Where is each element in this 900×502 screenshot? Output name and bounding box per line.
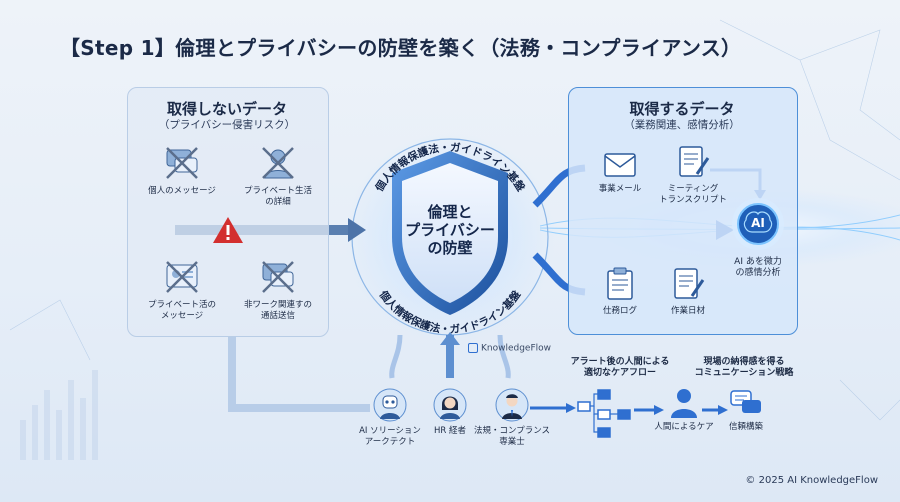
care-flow-title: アラート後の人間による 適切なケアフロー [570, 357, 670, 378]
flowchart-icon [577, 389, 631, 438]
left-panel-excluded-data [127, 87, 329, 337]
left-item-private-life: プライベート生活 の詳細 [228, 144, 328, 208]
right-item-meeting-transcript: ミーティング トランスクリプト [648, 144, 738, 206]
right-item-business-email: 事業メール [580, 148, 660, 195]
person-label: 法規・コンプランス 専業士 [473, 426, 551, 447]
crossed-profile-icon [166, 261, 198, 293]
right-item-label: 事業メール [598, 184, 642, 194]
trust-building-label: 信頼構築 [728, 422, 763, 432]
human-care: 人間によるケア [654, 388, 714, 433]
shield-label: 倫理と プライバシー の防壁 [405, 203, 495, 257]
right-item-label: ミーティング トランスクリプト [659, 184, 727, 205]
document-pen-icon [674, 268, 705, 299]
crossed-chat-icon [262, 261, 294, 293]
brand-logo-icon [468, 343, 478, 353]
person-label: AI ソリーション アークテクト [359, 426, 421, 447]
right-item-label: 仕務ログ [602, 306, 637, 316]
person-label: HR 経者 [434, 426, 466, 436]
copyright: © 2025 AI KnowledgeFlow [745, 475, 878, 486]
clipboard-icon [607, 267, 633, 300]
left-panel-subtitle: （プライバシー侵害リスク） [158, 119, 296, 131]
left-item-label: 個人のメッセージ [148, 186, 216, 196]
person-hr-manager: HR 経者 [420, 388, 480, 437]
crossed-chat-icon [166, 147, 198, 179]
ai-brain-node: AI [730, 196, 786, 252]
left-item-label: プライベート生活 の詳細 [243, 186, 312, 207]
crossed-person-icon [262, 147, 294, 179]
right-item-work-log: 仕務ログ [580, 266, 660, 317]
warning-icon [213, 217, 243, 243]
envelope-icon [604, 153, 636, 177]
person-ai-architect: AI ソリーション アークテクト [348, 388, 432, 448]
person-icon [671, 389, 697, 418]
left-item-non-work-calls: 非ワーク関連すの 通話送信 [228, 258, 328, 322]
communication-title: 現場の納得感を得る コミュニケーション戦略 [694, 357, 794, 378]
right-panel-subtitle: （業務関連、感情分析） [624, 119, 740, 131]
brand-text: KnowledgeFlow [481, 343, 552, 354]
human-care-label: 人間によるケア [654, 422, 714, 432]
brand-label: KnowledgeFlow [468, 343, 551, 354]
left-panel-title: 取得しないデータ [166, 100, 287, 118]
person-legal-compliance: 法規・コンプランス 専業士 [462, 388, 562, 448]
left-item-personal-messages: 個人のメッセージ [132, 144, 232, 197]
robot-person-icon [373, 388, 407, 422]
chat-bubbles-icon [730, 390, 761, 413]
woman-person-icon [433, 388, 467, 422]
right-item-label: 作業日材 [670, 306, 705, 316]
ai-badge-text: AI [751, 216, 765, 230]
left-item-label: 非ワーク関連すの 通話送信 [243, 300, 312, 321]
right-panel-title: 取得するデータ [629, 100, 735, 118]
man-suit-icon [495, 388, 529, 422]
trust-building: 信頼構築 [716, 388, 776, 433]
privacy-shield: 個人情報保護法・ガイドライン基盤 個人情報保護法・ガイドライン基盤 [372, 141, 528, 336]
page-title: 【Step 1】倫理とプライバシーの防壁を築く（法務・コンプライアンス） [60, 36, 742, 60]
ai-brain-icon [732, 198, 784, 250]
left-item-private-messages: プライベート活の メッセージ [132, 258, 232, 322]
right-item-work-diary: 作業日材 [648, 266, 728, 317]
ai-caption: AI あを微力 の感情分析 [734, 257, 782, 278]
document-pen-icon [679, 146, 710, 177]
left-item-label: プライベート活の メッセージ [147, 300, 216, 321]
